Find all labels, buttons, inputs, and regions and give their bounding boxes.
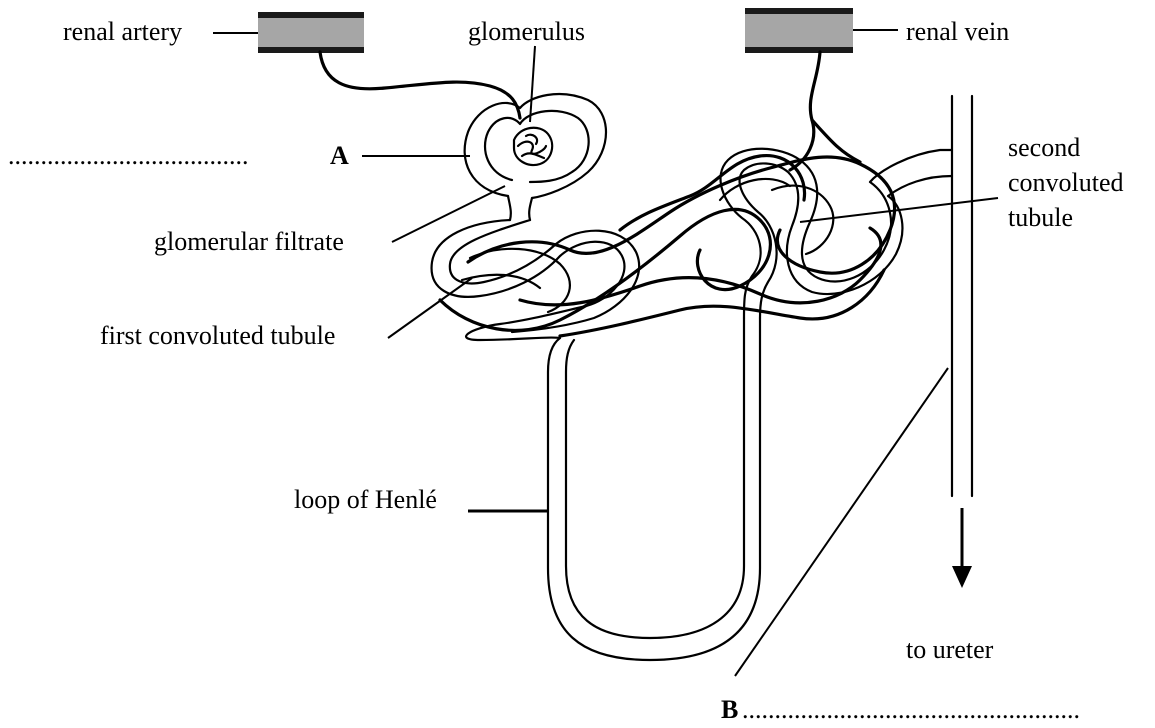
first-convoluted-tubule-label: first convoluted tubule xyxy=(100,321,335,350)
first-convoluted-loop-2 xyxy=(470,249,570,312)
renal-vein-label: renal vein xyxy=(906,17,1009,46)
a-letter-label: A xyxy=(330,141,349,170)
capillary-vein-branch-2 xyxy=(812,120,860,162)
renal-vein-branch xyxy=(790,52,820,170)
loop-of-henle xyxy=(548,318,760,660)
ureter-arrow xyxy=(952,508,972,588)
renal-vein-vessel xyxy=(745,8,853,53)
glomerular-filtrate-label: glomerular filtrate xyxy=(154,227,344,256)
bowmans-capsule-inner xyxy=(485,111,589,182)
collecting-duct xyxy=(952,96,972,496)
b-letter-label: B xyxy=(721,695,738,724)
second-convoluted-label-line2: convoluted xyxy=(1008,168,1124,197)
renal-artery-vessel xyxy=(258,12,364,53)
a-answer-blank: ..................................... xyxy=(8,141,249,170)
loop-of-henle-label: loop of Henlé xyxy=(294,485,437,514)
peritubular-capillary-2 xyxy=(468,157,895,273)
second-convoluted-label-line1: second xyxy=(1008,133,1080,162)
to-ureter-label: to ureter xyxy=(906,635,994,664)
glomerulus-leader xyxy=(530,46,535,122)
b-answer-blank: ........................................… xyxy=(742,695,1080,724)
b-leader xyxy=(735,368,948,676)
second-convoluted-leader xyxy=(800,198,998,222)
glomerulus-label: glomerulus xyxy=(468,17,585,46)
renal-artery-label: renal artery xyxy=(63,17,182,46)
second-convoluted-label-line3: tubule xyxy=(1008,203,1073,232)
glomerulus-tuft xyxy=(514,128,552,165)
first-convoluted-leader xyxy=(388,278,472,338)
capsule-neck xyxy=(508,196,532,220)
